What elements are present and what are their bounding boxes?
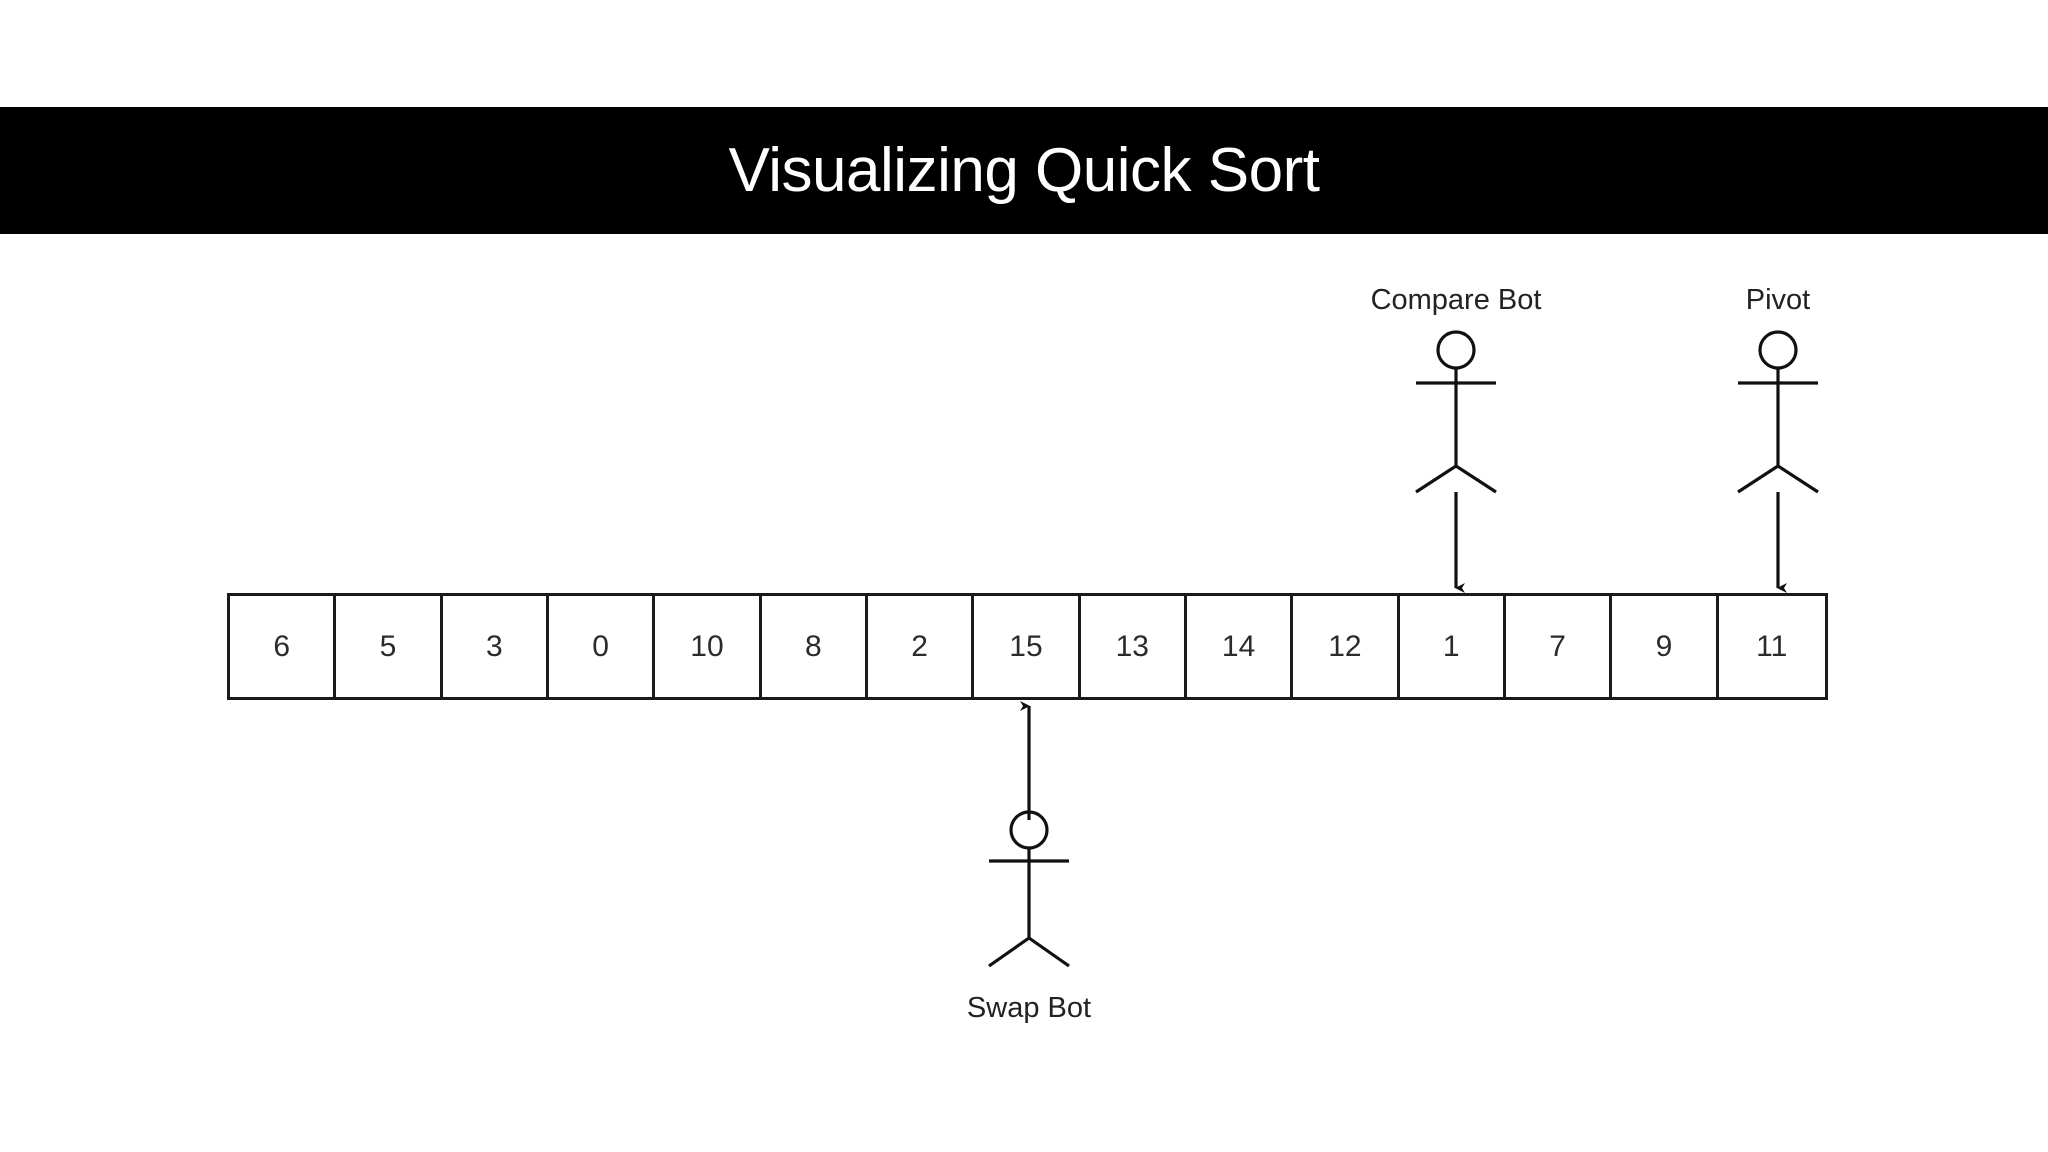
array-cell[interactable]: 1 xyxy=(1399,596,1506,697)
array-cell[interactable]: 15 xyxy=(974,596,1081,697)
array-cell[interactable]: 6 xyxy=(230,596,337,697)
page-title: Visualizing Quick Sort xyxy=(728,135,1320,205)
compare-bot-label: Compare Bot xyxy=(1370,284,1542,316)
array-cell[interactable]: 0 xyxy=(548,596,656,697)
array-cell[interactable]: 5 xyxy=(336,596,443,697)
pivot-figure xyxy=(1737,330,1819,494)
array-cell[interactable]: 8 xyxy=(761,596,868,697)
compare-bot-figure xyxy=(1415,330,1497,494)
swap-bot-label: Swap Bot xyxy=(966,992,1092,1024)
title-banner: Visualizing Quick Sort xyxy=(0,107,2048,234)
pivot-label: Pivot xyxy=(1745,284,1811,316)
swap-bot-figure xyxy=(988,810,1070,968)
array-cell[interactable]: 14 xyxy=(1186,596,1294,697)
array-cell[interactable]: 3 xyxy=(442,596,549,697)
array-cell[interactable]: 13 xyxy=(1080,596,1187,697)
array-cell[interactable]: 12 xyxy=(1293,596,1400,697)
array-cell[interactable]: 11 xyxy=(1718,596,1825,697)
array-cell[interactable]: 9 xyxy=(1612,596,1719,697)
array-cell[interactable]: 10 xyxy=(655,596,762,697)
array-cell[interactable]: 7 xyxy=(1505,596,1613,697)
array-cell[interactable]: 2 xyxy=(867,596,975,697)
